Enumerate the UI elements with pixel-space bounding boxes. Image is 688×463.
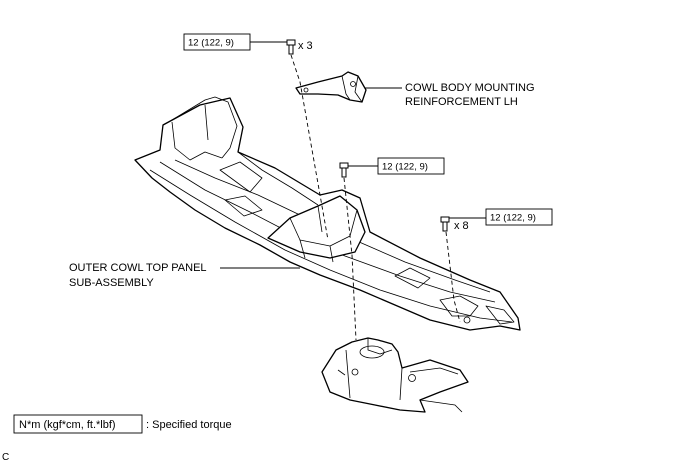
install-line-middle — [343, 177, 357, 341]
install-line-right — [445, 231, 461, 323]
svg-text:N*m (kgf*cm, ft.*lbf): N*m (kgf*cm, ft.*lbf) — [19, 419, 116, 431]
bolt-icon-right — [440, 216, 450, 232]
torque-legend: N*m (kgf*cm, ft.*lbf) : Specified torque — [13, 414, 232, 434]
outer-cowl-top-panel-drawing — [134, 96, 521, 331]
svg-text:: Specified torque: : Specified torque — [146, 419, 232, 431]
svg-text:REINFORCEMENT LH: REINFORCEMENT LH — [405, 96, 518, 108]
cowl-reinforcement-drawing — [295, 71, 367, 103]
install-line-top — [290, 54, 329, 241]
lower-body-structure-drawing — [321, 337, 469, 413]
panel-label: OUTER COWL TOP PANEL SUB-ASSEMBLY — [69, 262, 300, 289]
svg-text:x 8: x 8 — [454, 220, 469, 232]
torque-callout-right: 12 (122, 9) x 8 — [449, 208, 553, 232]
svg-text:SUB-ASSEMBLY: SUB-ASSEMBLY — [69, 277, 154, 289]
torque-callout-middle: 12 (122, 9) — [348, 157, 445, 175]
svg-text:x 3: x 3 — [298, 40, 313, 52]
svg-text:OUTER COWL TOP PANEL: OUTER COWL TOP PANEL — [69, 262, 207, 274]
reinforcement-label: COWL BODY MOUNTING REINFORCEMENT LH — [365, 82, 535, 108]
corner-mark: C — [2, 452, 9, 463]
torque-callout-top: 12 (122, 9) x 3 — [183, 33, 313, 52]
svg-text:12 (122, 9): 12 (122, 9) — [188, 38, 234, 49]
svg-text:12 (122, 9): 12 (122, 9) — [490, 213, 536, 224]
bolt-icon-middle — [339, 162, 349, 178]
bolt-icon-top — [286, 39, 296, 55]
svg-text:12 (122, 9): 12 (122, 9) — [382, 162, 428, 173]
svg-text:COWL BODY MOUNTING: COWL BODY MOUNTING — [405, 82, 535, 94]
